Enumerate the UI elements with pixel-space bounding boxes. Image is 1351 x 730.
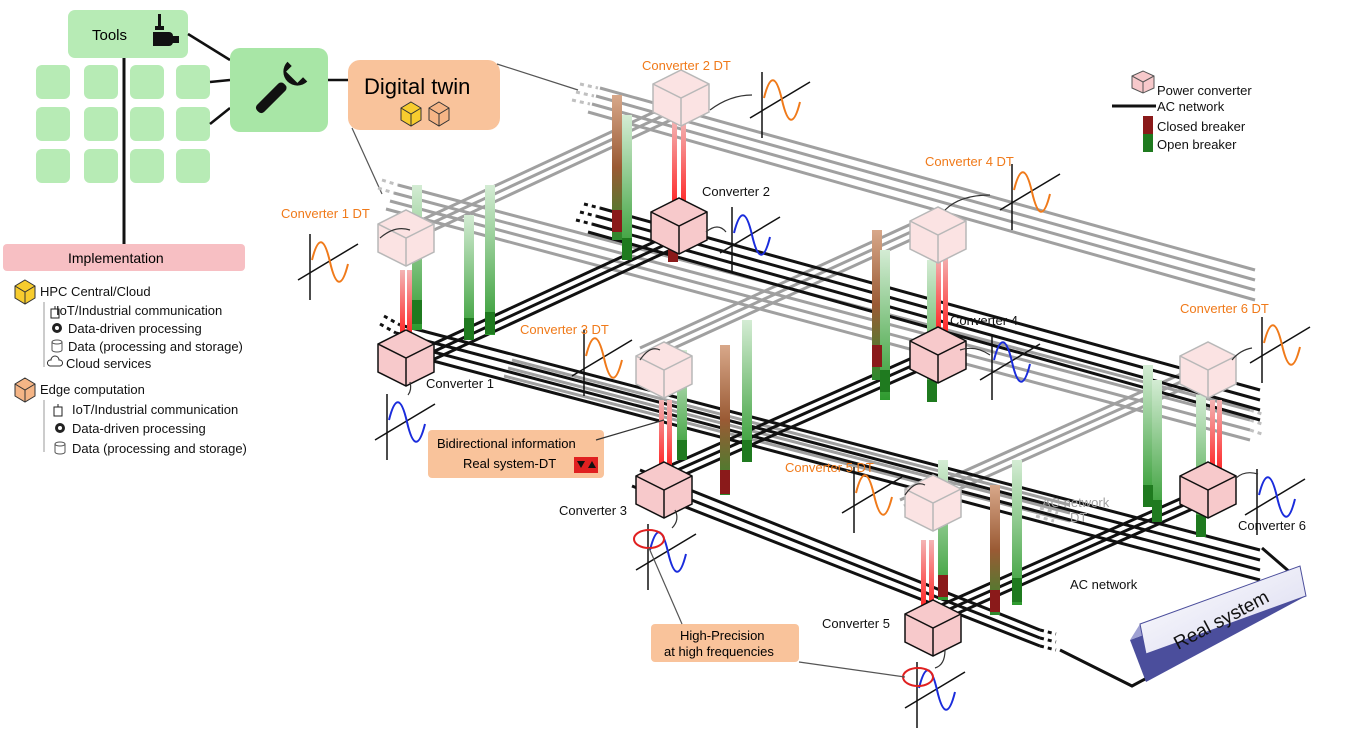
legend-open-breaker: Open breaker	[1157, 137, 1237, 152]
hand-tool-icon	[153, 14, 179, 46]
converter-4-dt-label: Converter 4 DT	[925, 154, 1014, 169]
leader-lines	[379, 94, 1259, 669]
hpc-item-iot: IoT/Industrial communication	[56, 303, 222, 318]
converter-5-dt-label: Converter 5 DT	[785, 460, 874, 475]
real-dotted-ends	[379, 202, 1057, 652]
waveform-dt-3	[571, 330, 633, 396]
dt-waveforms	[297, 72, 1311, 533]
waveform-real-2	[719, 207, 781, 273]
converter-3-cube	[635, 461, 693, 519]
database-icon	[54, 441, 66, 455]
bidirectional-arrows-icon	[574, 457, 598, 473]
waveform-real-4	[979, 334, 1041, 400]
implementation-panel: Implementation HPC Central/Cloud IoT/Ind…	[3, 244, 247, 456]
waveform-dt-5	[841, 467, 903, 533]
real-waveforms	[374, 207, 1306, 728]
edge-item-iot: IoT/Industrial communication	[72, 402, 238, 417]
legend-power-converter: Power converter	[1157, 83, 1252, 98]
waveform-real-1	[374, 394, 436, 460]
bidirectional-line-1: Bidirectional information	[437, 436, 576, 451]
converter-6-cube	[1179, 461, 1237, 519]
power-converter-legend-icon	[1131, 70, 1155, 94]
converter-6-dt-cube	[1179, 341, 1237, 399]
service-grid	[36, 65, 210, 183]
ac-network-dt-label-2: DT	[1070, 510, 1087, 525]
waveform-dt-4	[999, 164, 1061, 230]
converter-3-dt-label: Converter 3 DT	[520, 322, 609, 337]
converter-6-label: Converter 6	[1238, 518, 1306, 533]
open-breakers	[412, 238, 1206, 602]
bidirectional-line-2: Real system-DT	[463, 456, 556, 471]
converter-cubes	[377, 197, 1237, 657]
converter-6-dt-label: Converter 6 DT	[1180, 301, 1269, 316]
legend: Power converter AC network Closed breake…	[1112, 70, 1252, 152]
waveform-dt-6	[1249, 317, 1311, 383]
converter-3-label: Converter 3	[559, 503, 627, 518]
ac-network-label: AC network	[1070, 577, 1138, 592]
converter-4-cube	[909, 326, 967, 384]
chip-icon	[55, 423, 65, 433]
tools-panel: Tools	[68, 10, 188, 58]
hpc-item-cloud: Cloud services	[66, 356, 152, 371]
converter-1-cube	[377, 329, 435, 387]
converter-4-dt-cube	[909, 206, 967, 264]
precision-line-1: High-Precision	[680, 628, 765, 643]
converter-5-dt-cube	[904, 474, 962, 532]
converter-2-dt-cube	[652, 69, 710, 127]
digital-twin-label: Digital twin	[364, 74, 470, 99]
hpc-item-data-driven: Data-driven processing	[68, 321, 202, 336]
waveform-real-3	[635, 524, 697, 590]
edge-item-data-storage: Data (processing and storage)	[72, 441, 247, 456]
hpc-cube-icon	[14, 279, 36, 305]
real-system-block: Real system	[1130, 565, 1307, 682]
waveform-real-6	[1244, 469, 1306, 535]
precision-line-2: at high frequencies	[664, 644, 774, 659]
hpc-item-data-storage: Data (processing and storage)	[68, 339, 243, 354]
edge-label: Edge computation	[40, 382, 145, 397]
cloud-icon	[46, 355, 64, 367]
edge-cube-icon	[428, 101, 450, 127]
digital-twin-box: Digital twin	[348, 60, 500, 130]
waveform-dt-2	[749, 72, 811, 138]
ac-network-dt-label-1: AC network	[1042, 495, 1110, 510]
hpc-label: HPC Central/Cloud	[40, 284, 151, 299]
dt-dotted-ends	[377, 82, 1263, 523]
wrench-icon	[255, 61, 308, 114]
waveform-real-5	[904, 662, 966, 728]
converter-4-label: Converter 4	[950, 313, 1018, 328]
legend-closed-breaker: Closed breaker	[1157, 119, 1246, 134]
precision-highlights	[633, 529, 934, 687]
implementation-title: Implementation	[68, 250, 164, 266]
antenna-icon	[53, 404, 63, 417]
converter-3-dt-cube	[635, 341, 693, 399]
converter-2-label: Converter 2	[702, 184, 770, 199]
converter-2-cube	[650, 197, 708, 255]
waveform-dt-1	[297, 234, 359, 300]
converter-5-label: Converter 5	[822, 616, 890, 631]
chip-icon	[52, 323, 62, 333]
converter-1-label: Converter 1	[426, 376, 494, 391]
antenna-icon	[50, 306, 60, 319]
precision-callout: High-Precision at high frequencies	[648, 547, 906, 678]
converter-5-cube	[904, 599, 962, 657]
bidirectional-callout: Bidirectional information Real system-DT	[428, 419, 665, 478]
converter-dt-cubes	[377, 69, 1237, 532]
tools-label: Tools	[92, 27, 127, 44]
edge-cube-icon	[14, 377, 36, 403]
converter-labels: Converter 1 Converter 2 Converter 3 Conv…	[426, 184, 1306, 631]
converter-2-dt-label: Converter 2 DT	[642, 58, 731, 73]
edge-item-data-driven: Data-driven processing	[72, 421, 206, 436]
converter-1-dt-label: Converter 1 DT	[281, 206, 370, 221]
converter-dt-labels: Converter 1 DT Converter 2 DT Converter …	[281, 58, 1269, 475]
legend-ac-network: AC network	[1157, 99, 1225, 114]
wrench-tile	[230, 48, 328, 132]
hpc-cube-icon	[400, 101, 422, 127]
database-icon	[51, 339, 63, 353]
connector-lines	[187, 32, 348, 125]
converter-1-dt-cube	[377, 209, 435, 267]
